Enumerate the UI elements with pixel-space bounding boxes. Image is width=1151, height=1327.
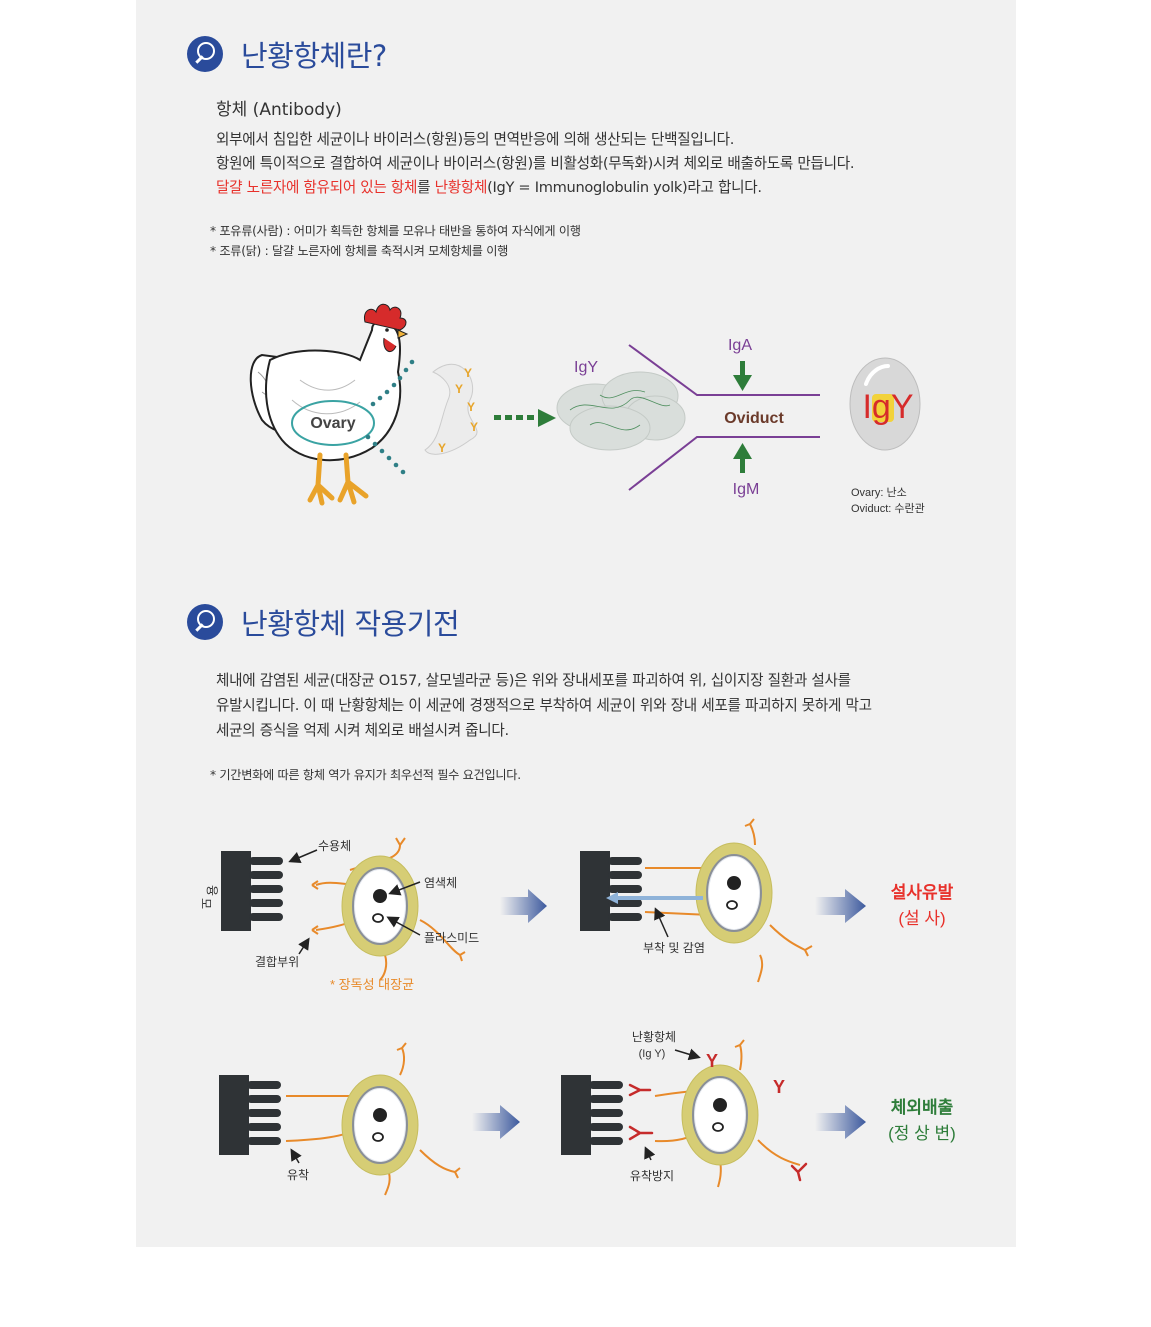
mechanism-diagram: 융 모 수용체 염색체 플라스미드 결합부위 * 장독성 대장균 부착 및 감염… <box>199 818 956 1196</box>
dotted-lines <box>365 359 415 475</box>
iga-arrow <box>733 361 752 391</box>
svg-text:Y: Y <box>464 366 472 380</box>
process-arrow <box>500 889 547 923</box>
igy-label: IgY <box>574 359 598 376</box>
paragraph-text: (IgY = Immunoglobulin yolk)라고 합니다. <box>487 179 762 196</box>
process-arrow <box>472 1105 520 1139</box>
note-bird: * 조류(닭) : 달걀 노른자에 항체를 축적시켜 모체항체를 이행 <box>210 244 509 258</box>
magnifier-icon <box>187 36 223 72</box>
section-title-text: 난황항체란? <box>241 39 387 73</box>
igy-y-mark: Y <box>773 1077 785 1097</box>
adhesion-label: 유착 <box>287 1168 309 1182</box>
transfer-arrow <box>494 409 556 427</box>
result-diarrhea-title: 설사유발 <box>891 883 954 902</box>
result-diarrhea-sub: (설 사) <box>898 909 945 928</box>
magnifier-icon <box>187 604 223 640</box>
igy-y-mark: Y <box>706 1051 718 1071</box>
igm-label: IgM <box>733 481 760 498</box>
paragraph-line: 외부에서 침입한 세균이나 바이러스(항원)등의 면역반응에 의해 생산되는 단… <box>216 131 735 148</box>
ovary-cluster <box>556 371 686 451</box>
villus-label-1: 융 <box>205 885 219 896</box>
ovary-label: Ovary <box>310 415 355 432</box>
svg-text:Y: Y <box>467 400 475 414</box>
content-panel <box>136 0 1016 1247</box>
svg-text:Y: Y <box>470 420 478 434</box>
row2-prevent-adhesion <box>561 1039 808 1188</box>
chromosome-label: 염색체 <box>424 876 457 890</box>
row2-adhesion <box>219 1042 461 1196</box>
highlight-text: 달걀 노른자에 함유되어 있는 항체 <box>216 179 418 196</box>
villus-label-2: 모 <box>199 898 213 909</box>
note-titer: * 기간변화에 따른 항체 역가 유지가 최우선적 필수 요건입니다. <box>210 768 521 782</box>
prevent-adhesion-label: 유착방지 <box>630 1169 674 1183</box>
plasmid-label: 플라스미드 <box>424 931 479 945</box>
attach-infect-label: 부착 및 감염 <box>643 941 705 955</box>
row1-infection-start <box>221 837 466 981</box>
receptor-label: 수용체 <box>318 839 351 853</box>
paragraph-line: 항원에 특이적으로 결합하여 세균이나 바이러스(항원)를 비활성화(무독화)시… <box>216 155 855 172</box>
pathogenic-ecoli-label: * 장독성 대장균 <box>330 977 414 992</box>
iga-label: IgA <box>728 337 752 354</box>
result-excretion-sub: (정 상 변) <box>888 1124 956 1143</box>
row1-attach-infect <box>580 818 813 983</box>
binding-site-label: 결합부위 <box>255 955 299 969</box>
paragraph-line-highlight: 달걀 노른자에 함유되어 있는 항체를 난황항체(IgY = Immunoglo… <box>216 176 762 200</box>
paragraph-line: 유발시킵니다. 이 때 난황항체는 이 세균에 경쟁적으로 부착하여 세균이 위… <box>216 697 872 714</box>
igm-arrow <box>733 443 752 473</box>
subtitle-antibody: 항체 (Antibody) <box>216 100 342 120</box>
yolk-antibody-label: 난황항체 <box>632 1030 676 1044</box>
paragraph-line: 체내에 감염된 세균(대장균 O157, 살모넬라균 등)은 위와 장내세포를 … <box>216 672 851 689</box>
paragraph-text: 를 <box>417 179 435 196</box>
process-arrow <box>815 889 866 923</box>
legend-oviduct: Oviduct: 수란관 <box>851 502 925 515</box>
antibody-y-marks: Y Y Y Y Y <box>438 366 478 455</box>
yolk-antibody-sub: (Ig Y) <box>639 1048 666 1060</box>
oviduct-label: Oviduct <box>724 410 784 427</box>
egg-igy-text: IgY <box>862 388 913 426</box>
paragraph-line: 세균의 증식을 억제 시켜 체외로 배설시켜 줍니다. <box>216 722 509 739</box>
section-title-text: 난황항체 작용기전 <box>241 607 460 641</box>
section-title-igy: 난황항체란? <box>187 33 387 75</box>
legend-ovary: Ovary: 난소 <box>851 486 907 499</box>
svg-text:Y: Y <box>438 441 446 455</box>
igy-production-diagram: Ovary Y Y Y Y Y IgY Oviduct IgA IgM <box>249 303 925 515</box>
svg-text:Y: Y <box>455 382 463 396</box>
result-excretion-title: 체외배출 <box>891 1098 954 1117</box>
process-arrow <box>815 1105 866 1139</box>
chicken-illustration <box>249 303 409 506</box>
note-mammal: * 포유류(사람) : 어미가 획득한 항체를 모유나 태반을 통하여 자식에게… <box>210 224 581 238</box>
section-title-mechanism: 난황항체 작용기전 <box>187 601 460 643</box>
oviduct-funnel <box>628 344 820 491</box>
highlight-text: 난황항체 <box>434 179 488 196</box>
